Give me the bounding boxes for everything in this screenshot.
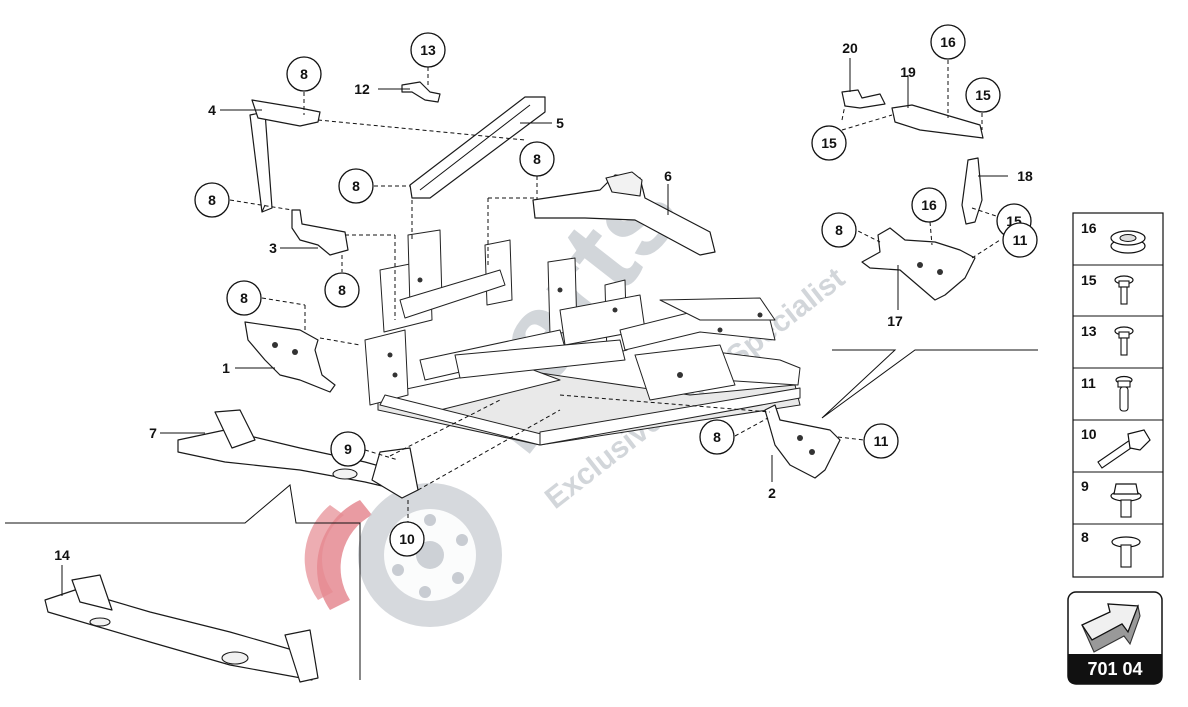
next-page-arrow-icon [1081,603,1141,653]
svg-text:11: 11 [1081,375,1096,391]
callout-9: 9 [330,431,366,467]
leader-lines [5,58,1038,680]
svg-text:10: 10 [399,531,415,547]
chassis-frame [364,229,801,446]
label-19: 19 [900,64,916,80]
label-6: 6 [664,168,672,184]
svg-text:9: 9 [344,441,352,457]
sleeve-bolt-icon [1115,375,1133,412]
label-1: 1 [222,360,230,376]
part-19-long-bracket [891,104,984,139]
part-7-bumper-beam [177,409,419,499]
label-18: 18 [1017,168,1033,184]
svg-text:16: 16 [940,34,956,50]
legend-item-13: 13 [1081,323,1134,356]
svg-text:16: 16 [921,197,937,213]
grommet-icon [1110,230,1146,254]
callout-15-left: 15 [811,125,847,161]
part-6-cross-member [532,171,716,256]
part-4-pillar [249,99,321,213]
legend-item-15: 15 [1081,272,1134,305]
legend-item-10: 10 [1081,426,1151,469]
legend-item-8: 8 [1081,529,1141,568]
part-5-upper-rail [409,96,546,199]
legend-item-16: 16 [1081,220,1146,254]
part-17-rear-bracket [861,227,976,301]
callouts: 13 8 8 8 8 8 8 8 [194,24,1038,557]
legend-item-9: 9 [1081,478,1142,518]
callout-8-right: 8 [821,212,857,248]
long-bolt-icon [1097,429,1151,469]
part-1-bracket [244,321,336,393]
rivet-icon [1111,536,1141,568]
svg-text:11: 11 [874,433,889,449]
svg-text:15: 15 [1081,272,1097,288]
label-4: 4 [208,102,216,118]
svg-text:8: 8 [1081,529,1089,545]
svg-text:8: 8 [835,222,843,238]
callout-8-bracket-3: 8 [324,272,360,308]
svg-text:11: 11 [1013,232,1028,248]
svg-text:8: 8 [240,290,248,306]
callout-8-top: 8 [286,56,322,92]
svg-text:13: 13 [420,42,436,58]
callout-13: 13 [410,32,446,68]
part-20-small-bracket [841,89,886,109]
svg-text:9: 9 [1081,478,1089,494]
flange-screw-icon [1114,275,1134,305]
label-14: 14 [54,547,70,563]
part-18-vertical-bracket [961,157,983,225]
callout-8-upper-center: 8 [519,141,555,177]
callout-11-bottom: 11 [863,423,899,459]
svg-text:13: 13 [1081,323,1097,339]
callout-16-top: 16 [930,24,966,60]
svg-text:15: 15 [821,135,837,151]
svg-text:10: 10 [1081,426,1097,442]
svg-text:8: 8 [352,178,360,194]
fastener-legend: 16 15 13 11 [1072,212,1164,578]
callout-8-mid: 8 [338,168,374,204]
svg-text:15: 15 [975,87,991,103]
hex-flange-bolt-icon [1110,483,1142,518]
label-3: 3 [269,240,277,256]
callout-11-right: 11 [1002,222,1038,258]
part-12-clip [401,81,441,103]
label-20: 20 [842,40,858,56]
svg-text:8: 8 [338,282,346,298]
callout-10: 10 [389,521,425,557]
part-14-bumper-beam-detail [44,574,319,683]
callout-8-bracket-1: 8 [226,280,262,316]
label-17: 17 [887,313,903,329]
svg-text:16: 16 [1081,220,1097,236]
svg-text:8: 8 [533,151,541,167]
label-7: 7 [149,425,157,441]
legend-item-11: 11 [1081,375,1133,412]
part-labels: 12 4 5 6 3 1 7 20 19 18 17 2 14 [54,40,1033,596]
pan-screw-icon [1114,326,1134,356]
svg-text:8: 8 [208,192,216,208]
page-badge: 701 04 [1067,591,1163,685]
callout-8-left: 8 [194,182,230,218]
watermark-disc-logo [304,483,502,627]
callout-16-mid: 16 [911,187,947,223]
part-3-bracket [291,209,349,256]
label-2: 2 [768,485,776,501]
svg-text:8: 8 [300,66,308,82]
svg-text:8: 8 [713,429,721,445]
page-code: 701 04 [1087,659,1142,679]
part-2-rear-bracket [764,404,841,479]
label-5: 5 [556,115,564,131]
label-12: 12 [354,81,370,97]
callout-15-top: 15 [965,77,1001,113]
callout-8-bottom-right: 8 [699,419,735,455]
